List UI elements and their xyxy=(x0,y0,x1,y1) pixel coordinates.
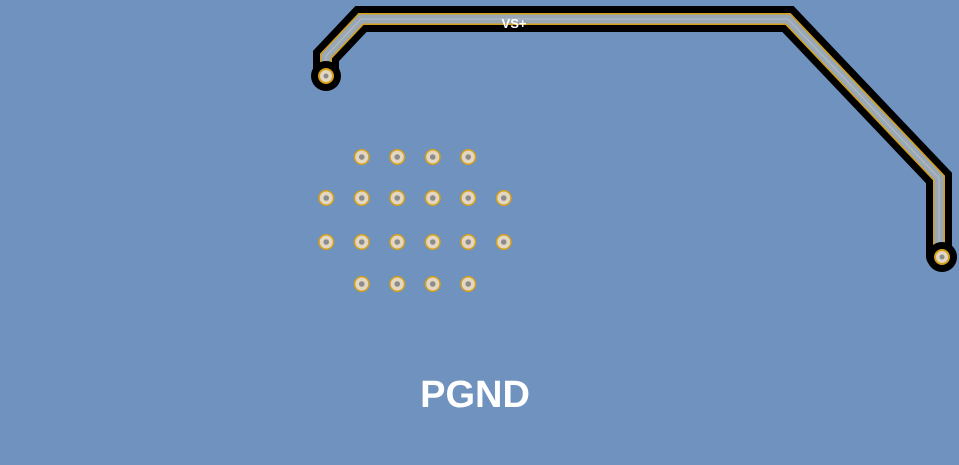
stitching-via xyxy=(424,276,441,292)
via-hole xyxy=(358,281,365,287)
via-hole xyxy=(323,239,330,245)
trace-end-via-left xyxy=(311,61,341,91)
via-hole xyxy=(394,154,401,160)
via-hole xyxy=(465,195,472,201)
stitching-via xyxy=(353,149,370,165)
stitching-via xyxy=(353,276,370,292)
stitching-via xyxy=(495,190,512,206)
via-hole xyxy=(394,195,401,201)
stitching-via xyxy=(389,234,406,250)
trace-end-via-right xyxy=(927,242,957,272)
via-hole xyxy=(939,254,945,260)
via-hole xyxy=(429,239,436,245)
stitching-via xyxy=(460,234,477,250)
stitching-via xyxy=(353,190,370,206)
via-hole xyxy=(323,73,329,79)
via-hole xyxy=(500,195,507,201)
vs-plus-trace xyxy=(313,5,952,269)
stitching-via xyxy=(424,234,441,250)
via-hole xyxy=(429,154,436,160)
via-hole xyxy=(465,239,472,245)
stitching-via xyxy=(389,276,406,292)
via-hole xyxy=(500,239,507,245)
stitching-via xyxy=(460,149,477,165)
stitching-via xyxy=(389,149,406,165)
stitching-via xyxy=(318,234,335,250)
via-hole xyxy=(358,195,365,201)
stitching-via xyxy=(495,234,512,250)
stitching-via xyxy=(424,149,441,165)
via-hole xyxy=(429,195,436,201)
via-hole xyxy=(358,154,365,160)
trace-edge xyxy=(325,18,940,256)
via-hole xyxy=(394,239,401,245)
via-hole xyxy=(394,281,401,287)
stitching-via xyxy=(318,190,335,206)
plane-net-label: PGND xyxy=(420,374,530,416)
stitching-via xyxy=(460,190,477,206)
stitching-via xyxy=(424,190,441,206)
stitching-via xyxy=(389,190,406,206)
pgnd-via-array xyxy=(318,149,512,292)
trace-copper xyxy=(321,14,944,261)
via-hole xyxy=(465,154,472,160)
stitching-via xyxy=(460,276,477,292)
via-hole xyxy=(465,281,472,287)
via-hole xyxy=(323,195,330,201)
via-hole xyxy=(429,281,436,287)
stitching-via xyxy=(353,234,370,250)
via-hole xyxy=(358,239,365,245)
trace-net-label: VS+ xyxy=(502,16,527,31)
